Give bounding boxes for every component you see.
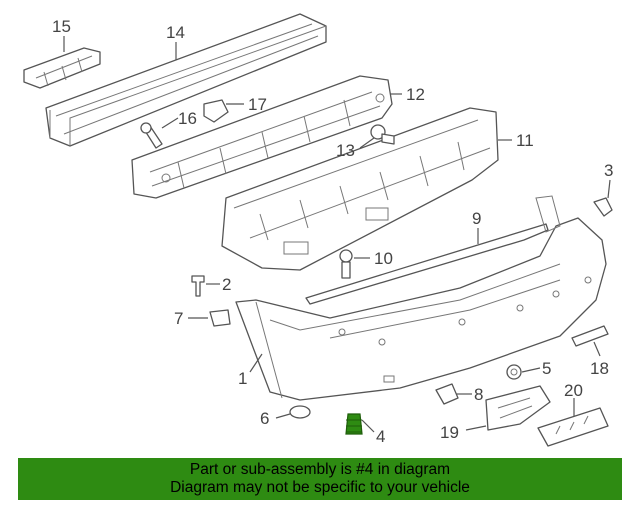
callout-10: 10	[374, 249, 393, 268]
part-8-bracket	[435, 383, 459, 405]
banner-line-disclaimer: Diagram may not be specific to your vehi…	[170, 479, 470, 496]
parts-diagram: 15 14 12 16 17 11 13 3 9 10 2 7 1 5 18 8…	[23, 13, 613, 447]
part-9-trim-strip	[305, 223, 549, 305]
callout-9: 9	[472, 209, 481, 228]
part-16-bolt	[140, 122, 163, 149]
callout-7: 7	[174, 309, 183, 328]
callout-16: 16	[178, 109, 197, 128]
callout-2: 2	[222, 275, 231, 294]
callout-4: 4	[376, 427, 385, 446]
info-banner: Part or sub-assembly is #4 in diagram Di…	[18, 458, 622, 500]
part-3-clip	[593, 197, 613, 217]
callout-18: 18	[590, 359, 609, 378]
callout-17: 17	[248, 95, 267, 114]
part-11-impact-bar	[221, 107, 499, 271]
callout-14: 14	[166, 23, 185, 42]
part-7-retainer	[209, 309, 231, 327]
part-19-bracket	[485, 385, 551, 431]
callout-12: 12	[406, 85, 425, 104]
part-12-energy-absorber	[131, 75, 393, 199]
part-20-license-plate-bracket	[537, 407, 609, 447]
callout-1: 1	[238, 369, 247, 388]
callout-3: 3	[604, 161, 613, 180]
callout-6: 6	[260, 409, 269, 428]
part-4-fastener-highlighted	[345, 413, 363, 435]
callout-13: 13	[336, 141, 355, 160]
callout-11: 11	[516, 131, 534, 150]
part-1-bumper-cover	[235, 195, 607, 401]
part-13-push-pin	[370, 124, 395, 145]
part-14-reinforcement-bar	[45, 13, 327, 147]
callout-8: 8	[474, 385, 483, 404]
part-5-nut	[506, 364, 522, 380]
part-17-clip	[203, 99, 229, 123]
part-15-bracket	[23, 47, 101, 89]
callout-labels: 15 14 12 16 17 11 13 3 9 10 2 7 1 5 18 8…	[52, 17, 613, 446]
part-10-bolt	[339, 249, 353, 279]
leader-lines	[63, 36, 611, 433]
callout-19: 19	[440, 423, 459, 442]
part-18-reflector	[571, 325, 609, 347]
part-2-screw	[191, 275, 205, 297]
banner-line-part-number: Part or sub-assembly is #4 in diagram	[189, 461, 451, 478]
callout-15: 15	[52, 17, 71, 36]
callout-20: 20	[564, 381, 583, 400]
part-6-grommet	[289, 405, 311, 419]
callout-5: 5	[542, 359, 551, 378]
